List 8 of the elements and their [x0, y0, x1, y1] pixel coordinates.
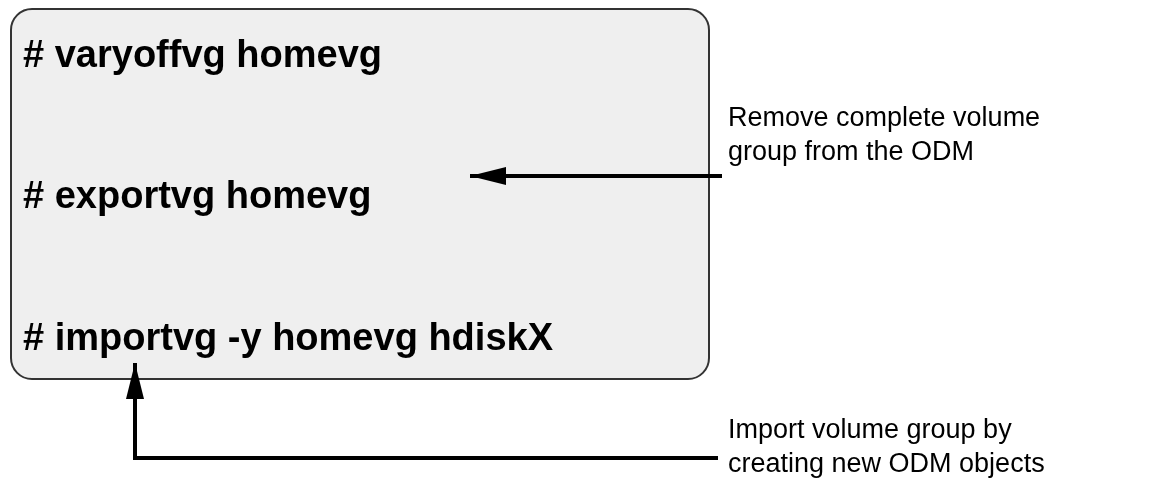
command-line: # importvg -y homevg hdiskX	[23, 315, 553, 359]
arrow	[470, 167, 722, 185]
command-line: # varyoffvg homevg	[23, 32, 382, 76]
annotation-text: Import volume group by creating new ODM objects	[728, 412, 1078, 480]
annotation-text: Remove complete volume group from the ODM	[728, 100, 1058, 168]
command-line: # exportvg homevg	[23, 173, 372, 217]
command-panel	[10, 8, 710, 380]
arrow	[126, 363, 718, 460]
